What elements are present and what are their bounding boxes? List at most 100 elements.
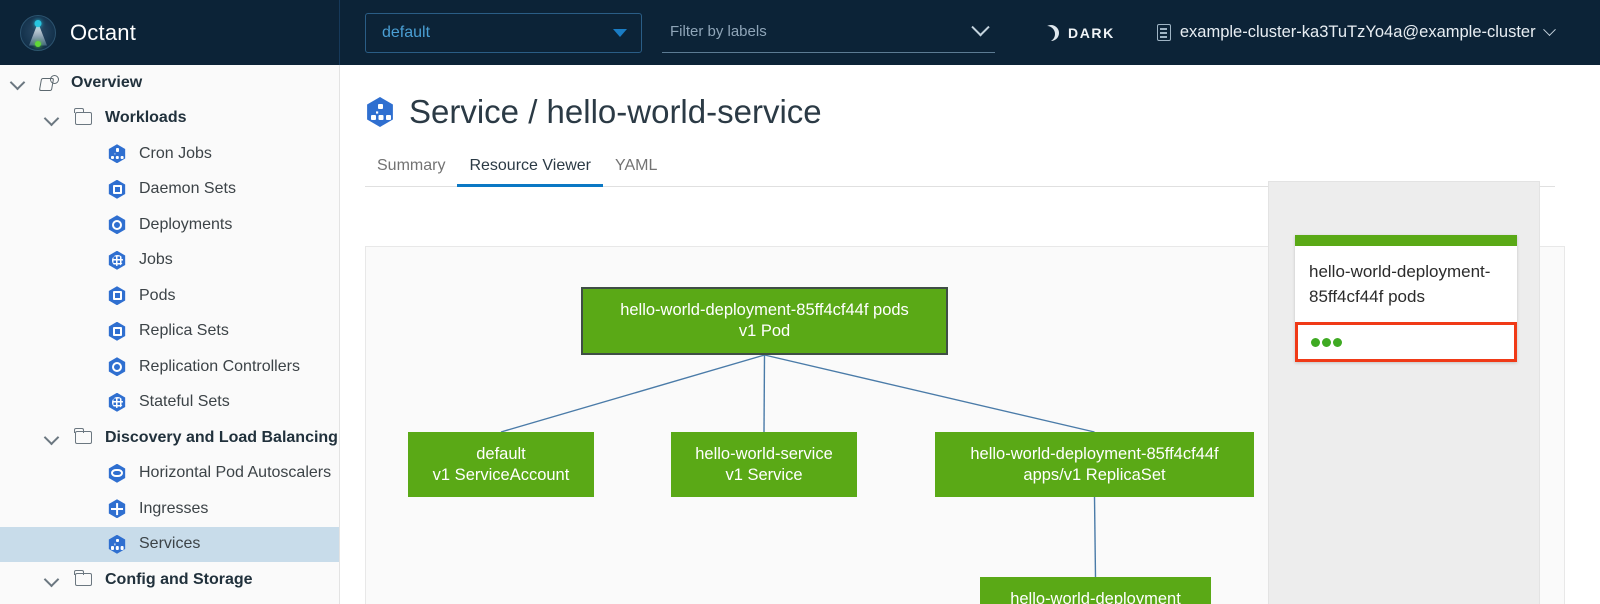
overview-icon [40,74,59,91]
expand-toggle[interactable] [34,429,68,446]
page-header: Service / hello-world-service [340,65,1600,131]
moon-icon [1043,25,1059,41]
graph-node-serviceaccount[interactable]: default v1 ServiceAccount [408,432,594,497]
app-header: Octant default Filter by labels DARK exa… [0,0,1600,65]
sidebar-item-replica-sets[interactable]: Replica Sets [0,314,339,350]
k8s-replicaset-icon [108,321,126,341]
expand-toggle[interactable] [34,110,68,127]
sidebar-item-config-and-storage[interactable]: Config and Storage [0,562,339,598]
k8s-pod-icon [108,286,126,306]
node-kind: v1 Service [725,465,803,484]
tab-yaml[interactable]: YAML [615,157,658,174]
sidebar-item-overview[interactable]: Overview [0,65,339,101]
k8s-deployment-icon [102,215,132,235]
namespace-selector-value: default [382,23,431,41]
node-title: hello-world-deployment-85ff4cf44f pods [620,301,909,319]
icon-glyph [110,148,124,160]
chevron-down-icon [43,429,59,446]
sidebar-item-label: Workloads [105,109,187,127]
graph-edge [500,354,765,433]
k8s-daemonset-icon [102,179,132,199]
sidebar-item-stateful-sets[interactable]: Stateful Sets [0,385,339,421]
k8s-job-icon [108,250,126,270]
graph-edge [1093,496,1097,578]
sidebar-item-services[interactable]: Services [0,526,339,562]
sidebar-item-deployments[interactable]: Deployments [0,207,339,243]
chevron-down-icon[interactable] [971,17,990,36]
expand-toggle[interactable] [34,571,68,588]
folder-icon [68,569,98,587]
sidebar-item-pods[interactable]: Pods [0,278,339,314]
chevron-down-icon [43,110,59,127]
k8s-service-icon [367,97,393,127]
node-kind: apps/v1 ReplicaSet [1023,465,1166,484]
k8s-deployment-icon [108,215,126,235]
chevron-down-icon [1542,23,1556,37]
sidebar-item-cron-jobs[interactable]: Cron Jobs [0,136,339,172]
icon-glyph [111,469,123,478]
k8s-service-icon [108,534,126,554]
sidebar-item-daemon-sets[interactable]: Daemon Sets [0,172,339,208]
sidebar-item-workloads[interactable]: Workloads [0,101,339,137]
folder-icon [74,569,92,587]
card-status-row[interactable] [1295,322,1517,362]
node-title: default [476,444,526,463]
tab-bar[interactable]: Summary Resource Viewer YAML [365,151,1555,187]
tab-resource-viewer[interactable]: Resource Viewer [457,151,603,187]
k8s-ingress-icon [108,499,126,519]
theme-toggle-button[interactable]: DARK [1043,25,1115,41]
card-title: hello-world-deployment-85ff4cf44f pods [1309,262,1491,306]
resource-detail-panel: hello-world-deployment-85ff4cf44f pods [1268,181,1540,604]
sidebar-item-replication-controllers[interactable]: Replication Controllers [0,349,339,385]
cluster-name: example-cluster-ka3TuTzYo4a@example-clus… [1179,23,1536,41]
k8s-ingress-icon [102,499,132,519]
page-title: Service / hello-world-service [409,93,822,130]
brand[interactable]: Octant [0,0,340,65]
icon-glyph [112,291,122,301]
graph-edges [500,354,1097,578]
expand-toggle[interactable] [0,74,34,91]
card-accent-bar [1295,235,1517,246]
icon-glyph [111,396,123,408]
status-dot [1322,337,1331,347]
node-title: hello-world-service [695,444,833,463]
resource-detail-card[interactable]: hello-world-deployment-85ff4cf44f pods [1295,235,1517,362]
icon-glyph [111,503,123,515]
sidebar-item-label: Deployments [139,215,233,233]
sidebar-item-label: Replication Controllers [139,357,300,375]
sidebar-item-ingresses[interactable]: Ingresses [0,491,339,527]
icon-glyph [110,538,124,550]
icon-glyph [112,326,122,336]
node-kind: v1 ServiceAccount [432,465,570,484]
sidebar-item-jobs[interactable]: Jobs [0,243,339,279]
icon-glyph [111,254,123,266]
labels-filter-input[interactable]: Filter by labels [662,13,995,53]
k8s-replicationcontroller-icon [108,357,126,377]
k8s-statefulset-icon [108,392,126,412]
sidebar-item-label: Horizontal Pod Autoscalers [139,464,332,482]
chevron-down-icon [9,74,25,91]
chevron-down-icon [613,28,627,37]
cluster-selector[interactable]: example-cluster-ka3TuTzYo4a@example-clus… [1156,23,1556,42]
icon-glyph [112,184,122,194]
graph-edge [763,354,766,433]
graph-node-service[interactable]: hello-world-service v1 Service [671,432,857,497]
sidebar-item-horizontal-pod-autoscalers[interactable]: Horizontal Pod Autoscalers [0,456,339,492]
brand-title: Octant [70,19,137,45]
sidebar-item-discovery-and-load-balancing[interactable]: Discovery and Load Balancing [0,420,339,456]
namespace-selector[interactable]: default [365,12,642,53]
sidebar-item-label: Discovery and Load Balancing [105,428,338,446]
octant-logo-icon [20,14,56,51]
k8s-cronjob-icon [102,144,132,164]
k8s-hpa-icon [108,463,126,483]
sidebar-item-label: Services [139,535,201,553]
tab-summary[interactable]: Summary [377,157,446,174]
theme-toggle-label: DARK [1068,24,1115,41]
k8s-cronjob-icon [108,144,126,164]
graph-node-deployment[interactable]: hello-world-deploymentapps/v1 Deployment [980,577,1211,604]
k8s-statefulset-icon [102,392,132,412]
labels-filter-placeholder: Filter by labels [670,22,767,40]
